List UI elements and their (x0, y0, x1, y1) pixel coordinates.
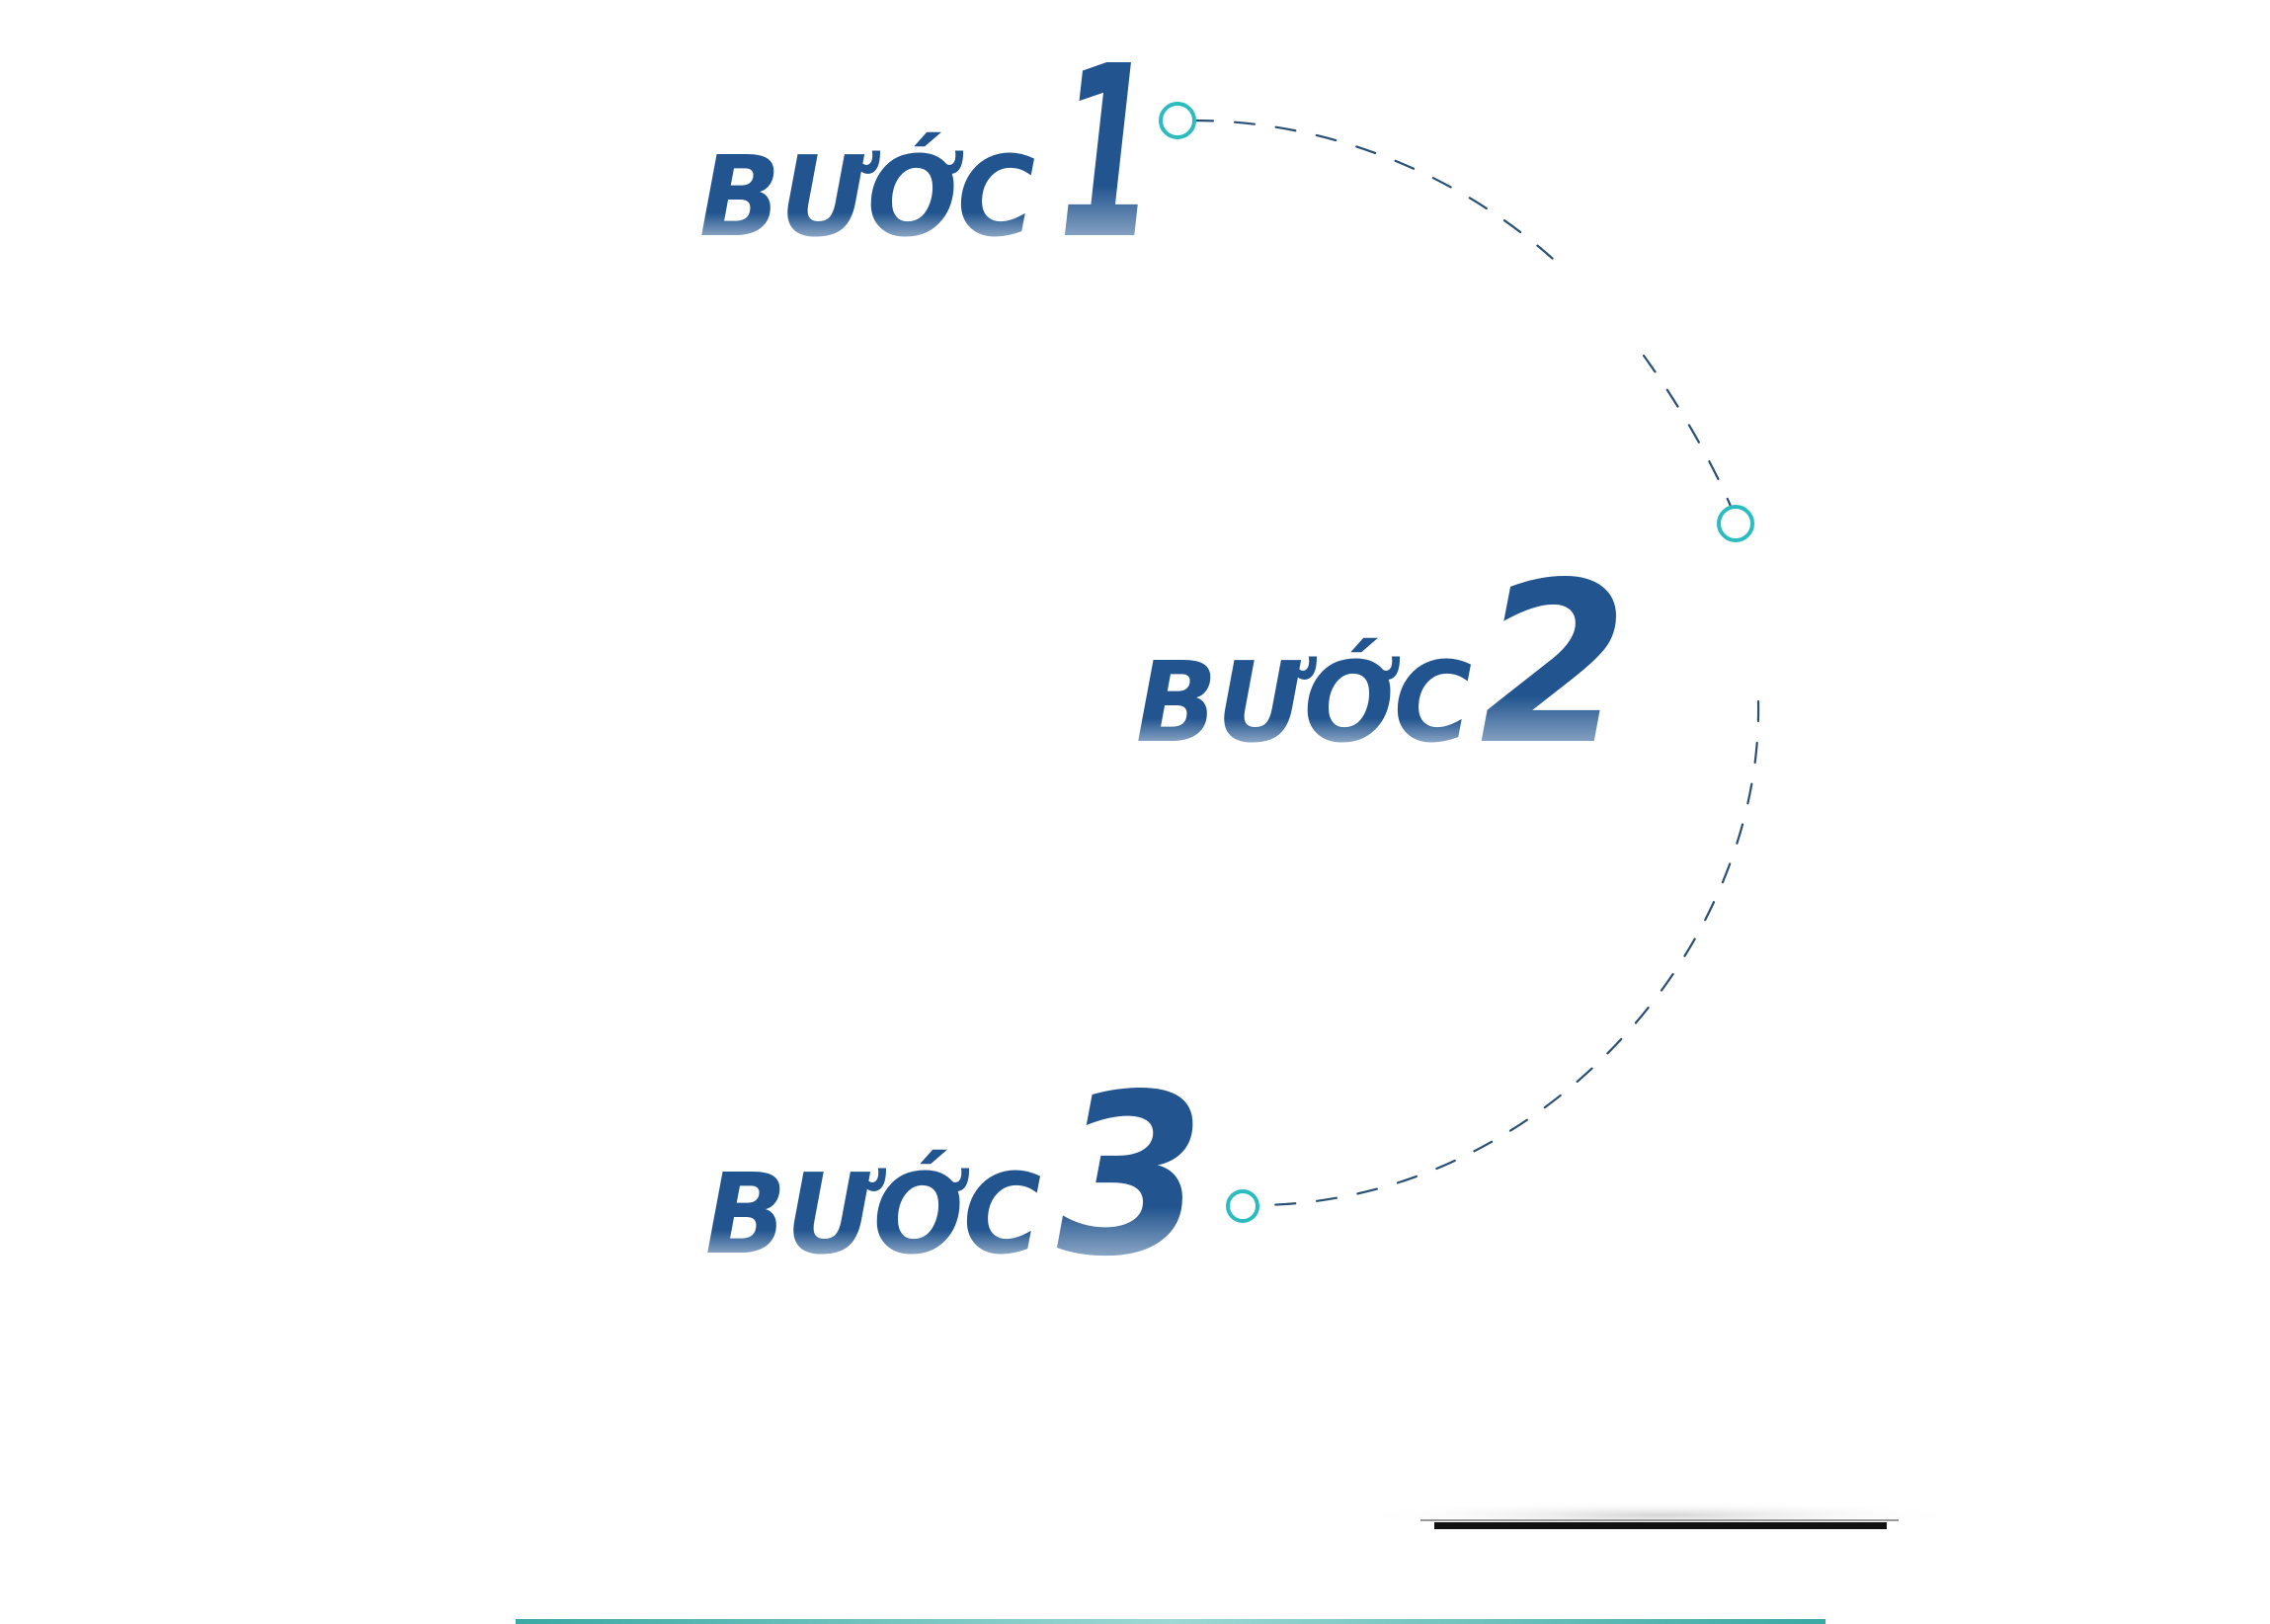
step-label-3: BƯỚC 3 (705, 1047, 1205, 1306)
connector-segment-1-2b (1642, 354, 1737, 518)
base-line-visible (516, 1619, 1825, 1623)
node-ring-step-1 (1159, 102, 1196, 139)
node-ring-step-2 (1717, 505, 1754, 542)
connector-path (1191, 119, 1760, 1207)
step-1-word: BƯỚC (699, 132, 1035, 262)
shelf-top-line (1420, 1519, 1899, 1521)
shelf-element (1353, 1502, 1966, 1529)
node-ring-step-3 (1226, 1189, 1259, 1223)
step-3-word: BƯỚC (705, 1150, 1041, 1279)
connector-segment-2-3 (1260, 699, 1760, 1207)
step-2-number: 2 (1480, 535, 1628, 794)
step-label-2: BƯỚC 2 (1136, 535, 1628, 794)
step-2-word: BƯỚC (1136, 638, 1472, 768)
step-3-number: 3 (1057, 1047, 1205, 1306)
shelf-bar (1434, 1522, 1887, 1529)
step-1-number: 1 (1059, 15, 1154, 291)
connector-segment-1-2a (1191, 119, 1555, 261)
step-label-1: BƯỚC 1 (699, 15, 1154, 291)
node-rings (1159, 102, 1754, 1223)
